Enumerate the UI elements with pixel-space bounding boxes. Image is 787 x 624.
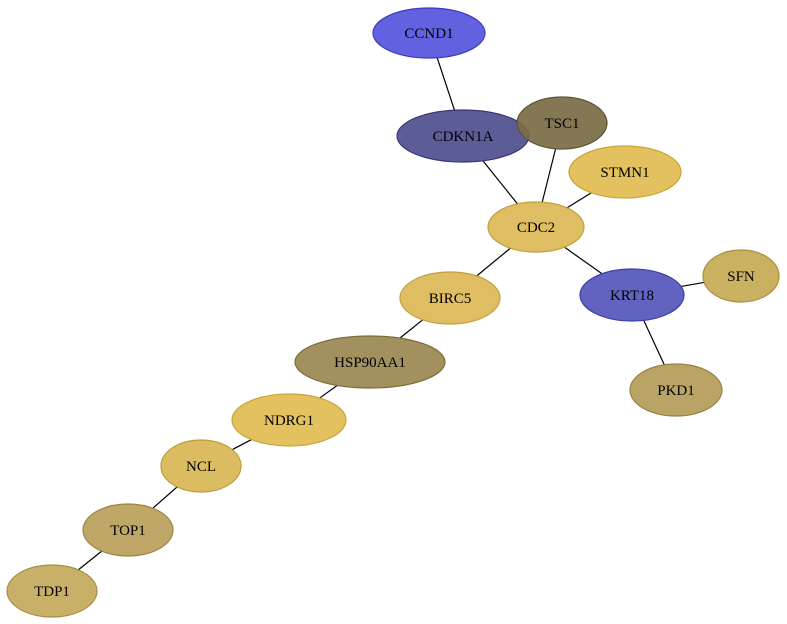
node-label: CDC2	[517, 220, 555, 236]
node-shape	[231, 393, 347, 447]
edge-cdc2-birc5	[476, 247, 511, 277]
node-hsp90aa1[interactable]: HSP90AA1	[294, 335, 446, 389]
node-cdc2[interactable]: CDC2	[487, 201, 585, 253]
edge-cdkn1a-cdc2	[482, 160, 518, 205]
node-label: HSP90AA1	[334, 355, 406, 371]
node-label: BIRC5	[429, 291, 472, 307]
edge-birc5-hsp90aa1	[399, 319, 424, 339]
edge-krt18-pkd1	[643, 320, 665, 366]
edge-top1-tdp1	[77, 550, 103, 571]
node-label: NDRG1	[264, 413, 314, 429]
node-shape	[82, 503, 174, 557]
edge-tsc1-cdc2	[541, 148, 557, 203]
node-label: TOP1	[110, 523, 146, 539]
edge-ncl-top1	[152, 486, 178, 509]
edge-ccnd1-cdkn1a	[436, 57, 456, 111]
node-shape	[160, 439, 242, 493]
node-top1[interactable]: TOP1	[82, 503, 174, 557]
node-sfn[interactable]: SFN	[702, 249, 780, 303]
node-shape	[702, 249, 780, 303]
node-ndrg1[interactable]: NDRG1	[231, 393, 347, 447]
node-label: NCL	[186, 459, 216, 475]
edge-krt18-sfn	[680, 281, 705, 288]
node-shape	[568, 145, 682, 199]
node-label: CCND1	[404, 26, 453, 42]
node-pkd1[interactable]: PKD1	[629, 363, 723, 417]
node-ccnd1[interactable]: CCND1	[372, 7, 486, 59]
edge-layer	[77, 57, 705, 571]
node-tsc1[interactable]: TSC1	[516, 96, 608, 150]
node-shape	[579, 268, 685, 322]
node-label: TSC1	[544, 116, 579, 132]
node-label: TDP1	[34, 584, 70, 600]
node-shape	[487, 201, 585, 253]
node-birc5[interactable]: BIRC5	[399, 271, 501, 325]
node-label: STMN1	[600, 165, 649, 181]
node-shape	[399, 271, 501, 325]
node-krt18[interactable]: KRT18	[579, 268, 685, 322]
edge-stmn1-cdc2	[566, 192, 592, 209]
edge-hsp90aa1-ndrg1	[319, 384, 338, 399]
node-label: KRT18	[610, 288, 654, 304]
node-shape	[516, 96, 608, 150]
node-shape	[372, 7, 486, 59]
node-label: SFN	[727, 269, 755, 285]
node-shape	[629, 363, 723, 417]
node-stmn1[interactable]: STMN1	[568, 145, 682, 199]
node-shape	[6, 564, 98, 618]
node-label: PKD1	[657, 383, 695, 399]
edge-cdc2-krt18	[564, 246, 603, 275]
node-shape	[294, 335, 446, 389]
node-label: CDKN1A	[433, 129, 494, 145]
node-cdkn1a[interactable]: CDKN1A	[396, 109, 530, 163]
node-ncl[interactable]: NCL	[160, 439, 242, 493]
node-tdp1[interactable]: TDP1	[6, 564, 98, 618]
edge-ndrg1-ncl	[231, 439, 252, 451]
